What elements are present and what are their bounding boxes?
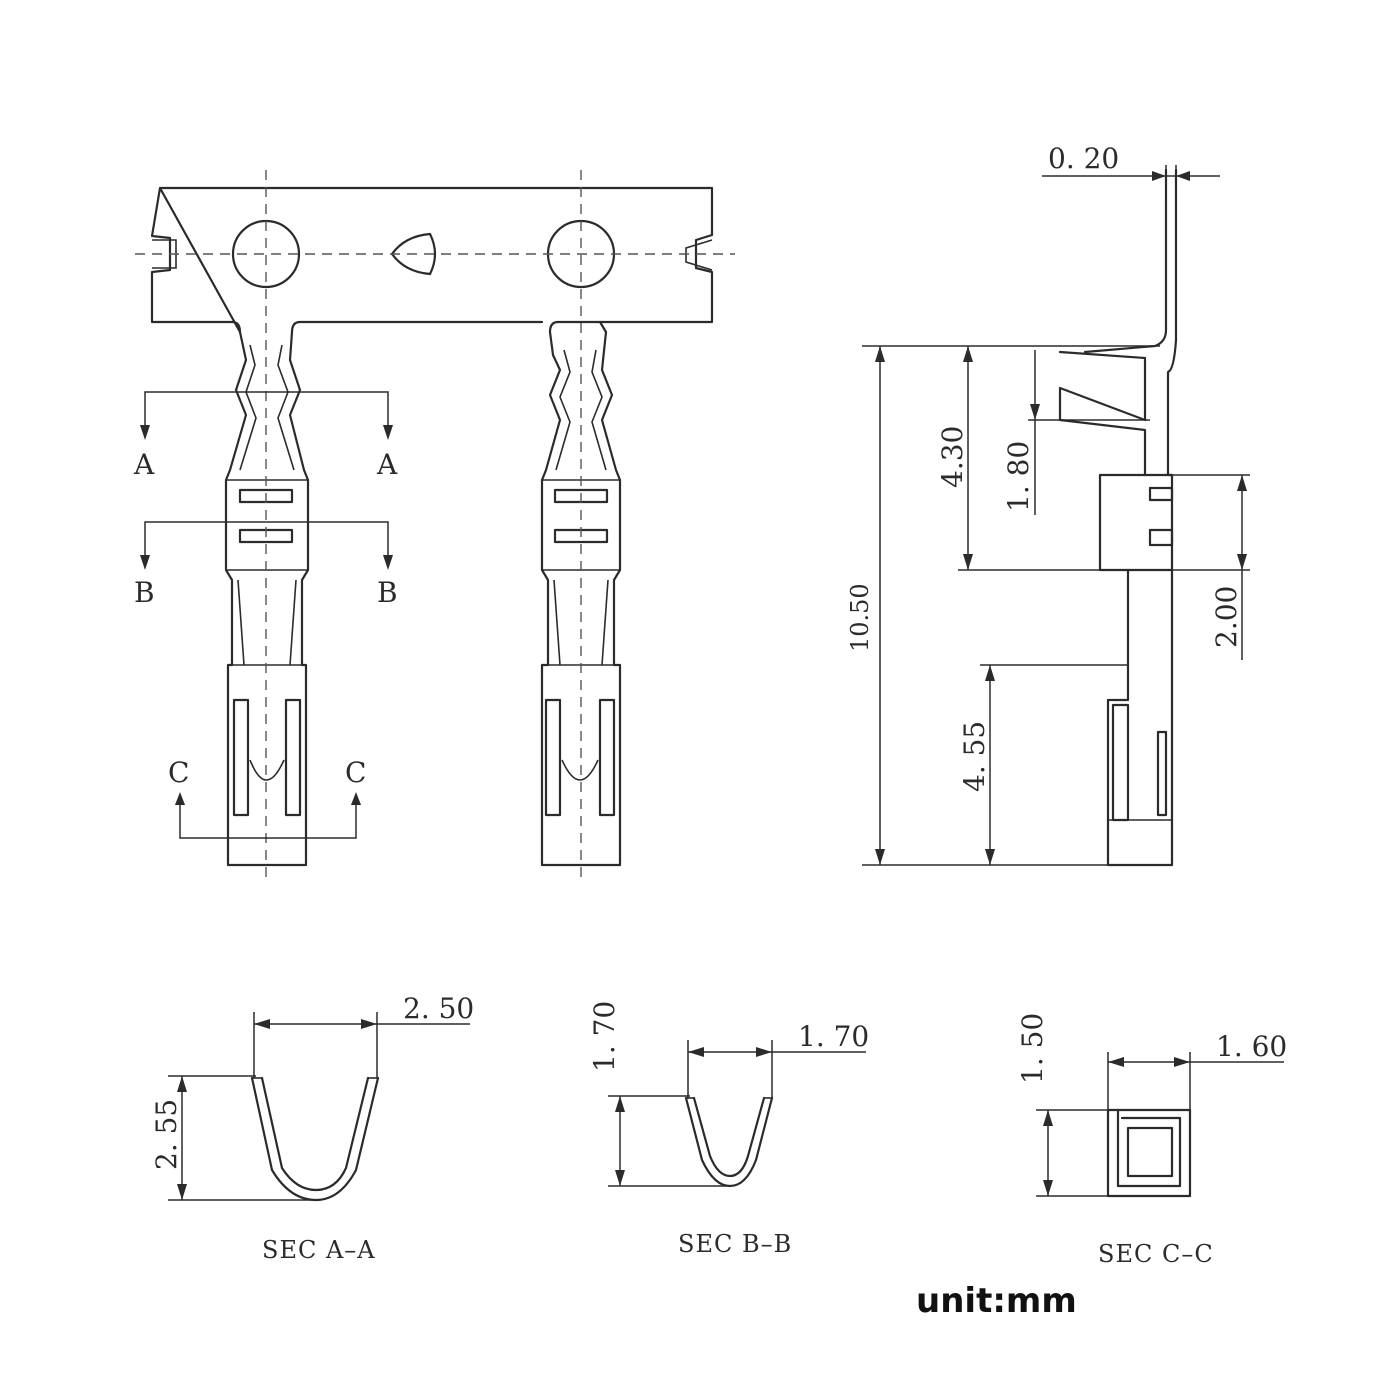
svg-text:2.00: 2.00 (1210, 586, 1243, 648)
section-line-b: B B (134, 521, 398, 609)
side-spring (1058, 350, 1147, 477)
side-profile (1083, 168, 1178, 867)
front-terminal-left (224, 170, 310, 880)
svg-text:10.50: 10.50 (846, 583, 874, 652)
section-line-a: A A (133, 391, 398, 481)
section-b-view: 1. 70 1. 70 SEC B–B (588, 1001, 869, 1258)
sec-a-height: 2. 55 (150, 1099, 183, 1170)
side-body (1098, 473, 1174, 572)
sec-c-width: 1. 60 (1216, 1030, 1287, 1063)
section-marker-c-right: C (345, 756, 366, 789)
section-marker-b-right: B (377, 576, 398, 609)
side-view: 0. 20 10.50 4.30 1. 80 (846, 142, 1250, 867)
sec-a-label: SEC A–A (262, 1236, 376, 1264)
carrier-strip (150, 186, 714, 357)
svg-text:4.30: 4.30 (936, 426, 969, 488)
sec-b-height: 1. 70 (588, 1001, 621, 1072)
sec-b-width: 1. 70 (798, 1020, 869, 1053)
sec-c-height: 1. 50 (1016, 1013, 1049, 1084)
sec-c-label: SEC C–C (1098, 1240, 1214, 1268)
dim-thickness: 0. 20 (1042, 142, 1220, 200)
side-crimp (1111, 703, 1168, 822)
dim-contact-length: 4.30 (936, 346, 1250, 571)
front-view: A A B B C C (133, 170, 735, 880)
section-marker-a-right: A (376, 448, 398, 481)
side-window (1148, 486, 1174, 547)
sec-b-label: SEC B–B (678, 1230, 792, 1258)
front-terminal-right (540, 170, 622, 880)
sec-a-width: 2. 50 (403, 992, 474, 1025)
section-marker-b-left: B (134, 576, 155, 609)
dim-total-length: 10.50 (846, 345, 1160, 866)
dim-spring: 1. 80 (1002, 350, 1150, 515)
section-marker-c-left: C (168, 756, 189, 789)
section-a-view: 2. 50 2. 55 SEC A–A (150, 992, 474, 1264)
unit-label: unit:mm (916, 1281, 1077, 1321)
section-marker-a-left: A (133, 448, 155, 481)
triangle-hole (390, 232, 437, 276)
section-c-view: 1. 60 1. 50 SEC C–C (1016, 1013, 1287, 1268)
section-line-c: C C (168, 756, 366, 839)
strip-notch-right (685, 239, 713, 271)
svg-text:1. 80: 1. 80 (1002, 441, 1035, 512)
dim-crimp: 4. 55 (958, 664, 1128, 865)
svg-text:4. 55: 4. 55 (958, 721, 991, 792)
svg-text:0. 20: 0. 20 (1048, 142, 1119, 175)
dim-window: 2.00 (1172, 474, 1250, 660)
